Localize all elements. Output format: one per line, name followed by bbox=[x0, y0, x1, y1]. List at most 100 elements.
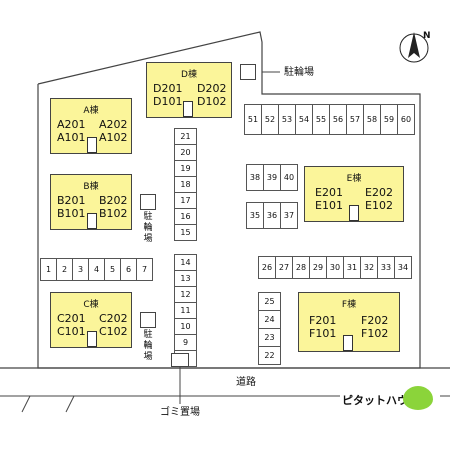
unit-c101: C101 bbox=[57, 325, 86, 338]
parking-space-20: 20 bbox=[174, 144, 197, 161]
unit-e202: E202 bbox=[365, 186, 393, 199]
parking-space-30: 30 bbox=[326, 256, 344, 279]
parking-space-34: 34 bbox=[394, 256, 412, 279]
unit-b101: B101 bbox=[57, 207, 86, 220]
parking-space-7: 7 bbox=[136, 258, 153, 281]
building-b-title: B棟 bbox=[83, 182, 99, 192]
unit-f202: F202 bbox=[361, 314, 389, 327]
parking-space-6: 6 bbox=[120, 258, 137, 281]
unit-b102: B102 bbox=[99, 207, 128, 220]
north-arrow-icon bbox=[408, 32, 420, 58]
parking-space-52: 52 bbox=[261, 104, 279, 135]
parking-space-35: 35 bbox=[246, 202, 264, 229]
building-b-entrance bbox=[87, 213, 97, 229]
parking-space-19: 19 bbox=[174, 160, 197, 177]
parking-space-56: 56 bbox=[329, 104, 347, 135]
building-d-title: D棟 bbox=[181, 70, 197, 80]
logo-mark-icon bbox=[403, 386, 433, 410]
parking-space-3: 3 bbox=[72, 258, 89, 281]
parking-space-53: 53 bbox=[278, 104, 296, 135]
building-e: E棟 E201 E202 E101 E102 bbox=[304, 166, 404, 222]
building-d: D棟 D201 D202 D101 D102 bbox=[146, 62, 232, 118]
parking-space-17: 17 bbox=[174, 192, 197, 209]
building-f-title: F棟 bbox=[341, 300, 357, 310]
unit-d102: D102 bbox=[197, 95, 227, 108]
parking-space-22: 22 bbox=[258, 346, 281, 365]
parking-space-15: 15 bbox=[174, 224, 197, 241]
bicycle-parking-top bbox=[240, 64, 256, 80]
parking-space-21: 21 bbox=[174, 128, 197, 145]
unit-c201: C201 bbox=[57, 312, 86, 325]
building-c-entrance bbox=[87, 331, 97, 347]
unit-f102: F102 bbox=[361, 327, 389, 340]
unit-d101: D101 bbox=[153, 95, 183, 108]
parking-space-36: 36 bbox=[263, 202, 281, 229]
parking-space-55: 55 bbox=[312, 104, 330, 135]
parking-space-14: 14 bbox=[174, 254, 197, 271]
unit-e201: E201 bbox=[315, 186, 343, 199]
parking-space-28: 28 bbox=[292, 256, 310, 279]
building-d-entrance bbox=[183, 101, 193, 117]
building-e-entrance bbox=[349, 205, 359, 221]
parking-space-13: 13 bbox=[174, 270, 197, 287]
unit-f101: F101 bbox=[309, 327, 337, 340]
parking-space-9: 9 bbox=[174, 334, 197, 351]
building-f: F棟 F201 F202 F101 F102 bbox=[298, 292, 400, 352]
bicycle-parking-lower bbox=[140, 312, 156, 328]
north-label: N bbox=[423, 31, 431, 41]
parking-space-2: 2 bbox=[56, 258, 73, 281]
unit-c102: C102 bbox=[99, 325, 128, 338]
unit-a202: A202 bbox=[99, 118, 128, 131]
unit-b202: B202 bbox=[99, 194, 128, 207]
building-f-entrance bbox=[343, 335, 353, 351]
parking-space-40: 40 bbox=[280, 164, 298, 191]
unit-d201: D201 bbox=[153, 82, 183, 95]
unit-e101: E101 bbox=[315, 199, 343, 212]
building-c-title: C棟 bbox=[83, 300, 99, 310]
building-e-title: E棟 bbox=[346, 174, 362, 184]
parking-space-26: 26 bbox=[258, 256, 276, 279]
unit-f201: F201 bbox=[309, 314, 337, 327]
parking-space-18: 18 bbox=[174, 176, 197, 193]
parking-space-25: 25 bbox=[258, 292, 281, 311]
parking-space-39: 39 bbox=[263, 164, 281, 191]
parking-space-57: 57 bbox=[346, 104, 364, 135]
parking-space-16: 16 bbox=[174, 208, 197, 225]
parking-space-5: 5 bbox=[104, 258, 121, 281]
bicycle-parking-label-middle: 駐輪場 bbox=[143, 212, 153, 244]
garbage-area bbox=[171, 353, 189, 367]
bicycle-parking-middle bbox=[140, 194, 156, 210]
parking-space-58: 58 bbox=[363, 104, 381, 135]
unit-a102: A102 bbox=[99, 131, 128, 144]
building-c: C棟 C201 C202 C101 C102 bbox=[50, 292, 132, 348]
parking-space-37: 37 bbox=[280, 202, 298, 229]
unit-e102: E102 bbox=[365, 199, 393, 212]
building-a-entrance bbox=[87, 137, 97, 153]
parking-space-33: 33 bbox=[377, 256, 395, 279]
parking-space-27: 27 bbox=[275, 256, 293, 279]
road-tick-middle bbox=[65, 395, 75, 413]
parking-space-54: 54 bbox=[295, 104, 313, 135]
unit-a201: A201 bbox=[57, 118, 86, 131]
road-label: 道路 bbox=[236, 377, 256, 388]
parking-space-31: 31 bbox=[343, 256, 361, 279]
unit-b201: B201 bbox=[57, 194, 86, 207]
parking-space-51: 51 bbox=[244, 104, 262, 135]
bicycle-parking-label-top: 駐輪場 bbox=[284, 67, 314, 78]
parking-space-60: 60 bbox=[397, 104, 415, 135]
garbage-area-label: ゴミ置場 bbox=[160, 407, 200, 418]
road-tick-left bbox=[21, 395, 31, 413]
building-a: A棟 A201 A202 A101 A102 bbox=[50, 98, 132, 154]
parking-space-32: 32 bbox=[360, 256, 378, 279]
unit-d202: D202 bbox=[197, 82, 227, 95]
parking-space-10: 10 bbox=[174, 318, 197, 335]
parking-space-59: 59 bbox=[380, 104, 398, 135]
parking-space-12: 12 bbox=[174, 286, 197, 303]
parking-space-38: 38 bbox=[246, 164, 264, 191]
parking-space-11: 11 bbox=[174, 302, 197, 319]
parking-space-29: 29 bbox=[309, 256, 327, 279]
building-b: B棟 B201 B202 B101 B102 bbox=[50, 174, 132, 230]
parking-space-24: 24 bbox=[258, 310, 281, 329]
